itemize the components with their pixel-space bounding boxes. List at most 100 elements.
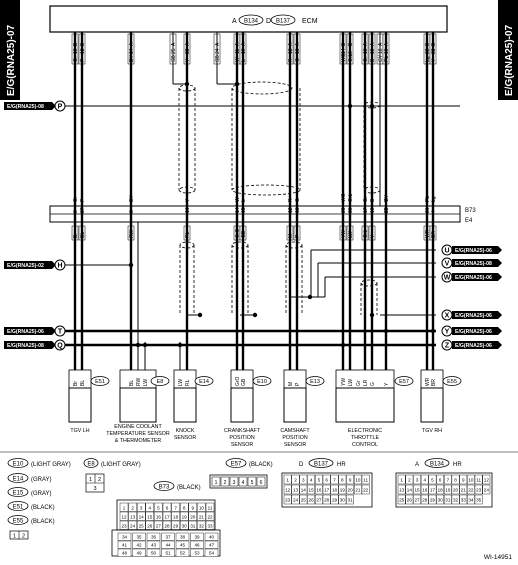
b134-pin: 25 bbox=[399, 498, 405, 503]
e57-pin: 2 bbox=[224, 480, 227, 486]
b134-pin-cell bbox=[482, 474, 491, 485]
b137-pin-cell bbox=[315, 484, 323, 495]
b73-pin-cell bbox=[117, 548, 132, 557]
b73-pin: 42 bbox=[136, 543, 142, 548]
b73-pin-cell bbox=[162, 502, 172, 512]
legend-e51-conn: E51 bbox=[13, 505, 24, 511]
b73-pin: 20 bbox=[190, 515, 196, 520]
ecm-pin-labels: D13OrD12PA34BYA25SBA23YA24SBA11WA10LA12R… bbox=[71, 33, 437, 65]
b134-pin-cell bbox=[420, 484, 429, 495]
component-pin-wire: RW bbox=[136, 377, 142, 386]
b134-pin-cell bbox=[436, 484, 445, 495]
b134-pin: 10 bbox=[468, 478, 474, 483]
b137-pin: 21 bbox=[355, 488, 361, 493]
b134-pin-cell bbox=[397, 494, 406, 505]
e57-pin-cell bbox=[229, 476, 239, 487]
b73-pin: 8 bbox=[183, 506, 186, 511]
b73-pin-cell bbox=[171, 520, 180, 530]
legend-e57-conn: E57 bbox=[231, 462, 242, 468]
b137-pin: 9 bbox=[349, 478, 352, 483]
component-pin-wire: G bbox=[370, 382, 376, 386]
b73-pin: 22 bbox=[207, 515, 213, 520]
ref-text-z: E/G(RNA25)-06 bbox=[455, 343, 492, 349]
component-conn: E13 bbox=[310, 379, 320, 385]
b73-pin-cell bbox=[175, 532, 190, 541]
joint-lower-labels: BrBLRWRLGrOGBMPYWLWGrLYWRBR bbox=[71, 225, 437, 241]
legend-e8-color: (LIGHT GRAY) bbox=[101, 462, 141, 468]
ecm-pin-wire: GY bbox=[378, 54, 384, 62]
b134-pin-cell bbox=[451, 494, 460, 505]
b73-pin: 31 bbox=[190, 524, 196, 529]
b73-pin: 48 bbox=[122, 551, 128, 556]
b137-pin: 18 bbox=[332, 488, 338, 493]
b137-pin-cell bbox=[322, 484, 331, 495]
ecm-pin-number: 24 bbox=[215, 48, 221, 54]
b137-pin-cell bbox=[283, 494, 292, 505]
b134-pin-cell bbox=[420, 494, 429, 505]
b73-pin: 17 bbox=[164, 515, 170, 520]
ref-text-w: E/G(RNA25)-06 bbox=[455, 275, 492, 281]
e57-pin: 6 bbox=[260, 480, 263, 486]
b73-pin-cell bbox=[190, 532, 204, 541]
b137-pin-cell bbox=[346, 484, 354, 495]
component-pin-wire: LW bbox=[143, 379, 149, 386]
b134-pin: 11 bbox=[476, 478, 481, 483]
b134-pin: 26 bbox=[407, 498, 413, 503]
ref-letter-x: X bbox=[445, 313, 450, 320]
component-pin-wire: Y bbox=[384, 382, 390, 386]
component-pin-wire: YW bbox=[341, 378, 347, 386]
ecm-pin-conn: A bbox=[215, 42, 221, 46]
b137-pin-cell bbox=[330, 494, 339, 505]
component-pin-wire: LW bbox=[348, 379, 354, 386]
b134-pin-cell bbox=[459, 494, 468, 505]
b73-pin-cell bbox=[161, 548, 175, 557]
b73-pin-cell bbox=[154, 511, 163, 521]
b73-pin: 33 bbox=[207, 524, 213, 529]
b73-pin: 2 bbox=[131, 506, 134, 511]
b73-pin-cell bbox=[119, 502, 129, 512]
b73-pin-cell bbox=[128, 511, 137, 521]
b134-pin: 13 bbox=[399, 488, 405, 493]
b134-pin-cell bbox=[474, 494, 483, 505]
b137-pin: 23 bbox=[285, 498, 291, 503]
b134-pin-cell bbox=[413, 474, 421, 485]
ref-letter-h: H bbox=[57, 263, 62, 270]
b73-pin: 25 bbox=[139, 524, 145, 529]
b134-pin-cell bbox=[420, 474, 429, 485]
b134-pin-cell bbox=[467, 474, 475, 485]
component-label: TGV RH bbox=[422, 428, 442, 434]
b73-pin: 19 bbox=[182, 515, 188, 520]
b73-pin-cell bbox=[162, 520, 172, 530]
b134-pin-cell bbox=[413, 494, 421, 505]
b137-pin-cell bbox=[283, 484, 292, 495]
b134-pin: 30 bbox=[438, 498, 444, 503]
b134-pin: 5 bbox=[431, 478, 434, 483]
b137-pin: 20 bbox=[348, 488, 354, 493]
legend-e55-color: (BLACK) bbox=[31, 519, 55, 525]
b73-pin: 15 bbox=[147, 515, 153, 520]
component-pin-wire: RL bbox=[185, 379, 191, 386]
b134-pin-cell bbox=[459, 474, 468, 485]
b134-pin-cell bbox=[451, 474, 460, 485]
component-pin-wire: Br bbox=[73, 381, 79, 386]
side-tab-right: E/G(RNA25)-07 bbox=[498, 0, 518, 100]
ecm-pin-conn: A bbox=[378, 42, 384, 46]
b134-pin-cell bbox=[436, 494, 445, 505]
b134-pin: 31 bbox=[445, 498, 451, 503]
b134-pin-cell bbox=[482, 484, 491, 495]
b73-pin: 49 bbox=[136, 551, 142, 556]
b73-pin: 43 bbox=[151, 543, 157, 548]
legend-e8-pin-3: 3 bbox=[93, 486, 96, 492]
